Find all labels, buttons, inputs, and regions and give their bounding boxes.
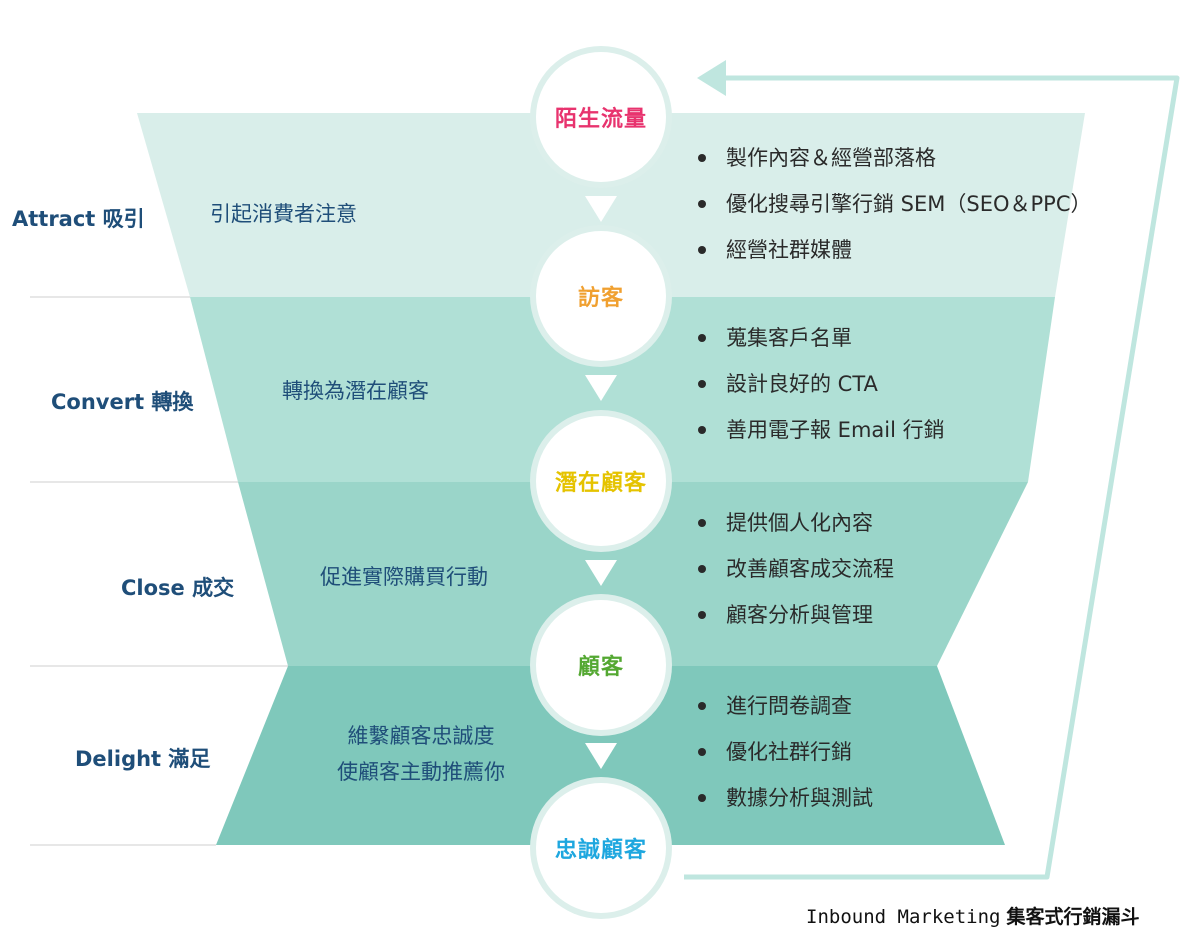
tactic-item: 善用電子報 Email 行銷 xyxy=(696,407,945,453)
tactics-list-close: 提供個人化內容 改善顧客成交流程 顧客分析與管理 xyxy=(696,500,894,638)
funnel-node-visitors: 訪客 xyxy=(536,231,666,361)
caption-english: Inbound Marketing xyxy=(806,906,1001,928)
tactics-list-attract: 製作內容＆經營部落格 優化搜尋引擎行銷 SEM（SEO＆PPC） 經營社群媒體 xyxy=(696,135,1092,273)
funnel-node-label: 忠誠顧客 xyxy=(554,838,647,863)
down-arrow-icon xyxy=(585,743,617,769)
stage-label-close: Close 成交 xyxy=(121,576,235,600)
diagram-caption: Inbound Marketing 集客式行銷漏斗 xyxy=(806,902,1140,929)
stage-goal-delight-line-1: 維繫顧客忠誠度 xyxy=(347,724,495,748)
stage-label-convert: Convert 轉換 xyxy=(51,390,194,414)
funnel-node-strangers: 陌生流量 xyxy=(536,52,666,182)
tactic-item: 經營社群媒體 xyxy=(696,227,1092,273)
stage-goal-attract: 引起消費者注意 xyxy=(210,202,357,226)
funnel-node-customers: 顧客 xyxy=(536,600,666,730)
down-arrow-icon xyxy=(585,375,617,401)
funnel-band-convert xyxy=(190,297,1055,482)
tactic-item: 設計良好的 CTA xyxy=(696,361,945,407)
tactic-item: 進行問卷調查 xyxy=(696,683,873,729)
funnel-band-close xyxy=(238,482,1028,666)
tactics-list-delight: 進行問卷調查 優化社群行銷 數據分析與測試 xyxy=(696,683,873,821)
tactic-item: 顧客分析與管理 xyxy=(696,592,894,638)
tactic-item: 製作內容＆經營部落格 xyxy=(696,135,1092,181)
tactic-item: 提供個人化內容 xyxy=(696,500,894,546)
down-arrow-icon xyxy=(585,560,617,586)
tactics-list-convert: 蒐集客戶名單 設計良好的 CTA 善用電子報 Email 行銷 xyxy=(696,315,945,453)
stage-label-delight: Delight 滿足 xyxy=(75,747,211,771)
stage-goal-delight: 維繫顧客忠誠度 使顧客主動推薦你 xyxy=(316,718,526,790)
tactic-item: 蒐集客戶名單 xyxy=(696,315,945,361)
return-arrowhead-icon xyxy=(697,60,726,96)
tactic-item: 改善顧客成交流程 xyxy=(696,546,894,592)
stage-label-attract: Attract 吸引 xyxy=(12,207,145,231)
tactic-item: 優化搜尋引擎行銷 SEM（SEO＆PPC） xyxy=(696,181,1092,227)
down-arrow-icon xyxy=(585,196,617,222)
tactic-item: 優化社群行銷 xyxy=(696,729,873,775)
funnel-node-label: 潛在顧客 xyxy=(554,471,647,496)
stage-goal-delight-line-2: 使顧客主動推薦你 xyxy=(337,760,505,784)
funnel-node-promoters: 忠誠顧客 xyxy=(536,783,666,913)
funnel-node-label: 陌生流量 xyxy=(554,107,647,132)
return-loop-arrow xyxy=(684,75,1180,880)
funnel-node-label: 訪客 xyxy=(577,286,624,311)
stage-goal-convert: 轉換為潛在顧客 xyxy=(282,379,429,403)
caption-chinese: 集客式行銷漏斗 xyxy=(1006,906,1140,928)
stage-goal-close: 促進實際購買行動 xyxy=(320,565,488,589)
funnel-node-label: 顧客 xyxy=(577,655,624,680)
tactic-item: 數據分析與測試 xyxy=(696,775,873,821)
funnel-node-leads: 潛在顧客 xyxy=(536,416,666,546)
